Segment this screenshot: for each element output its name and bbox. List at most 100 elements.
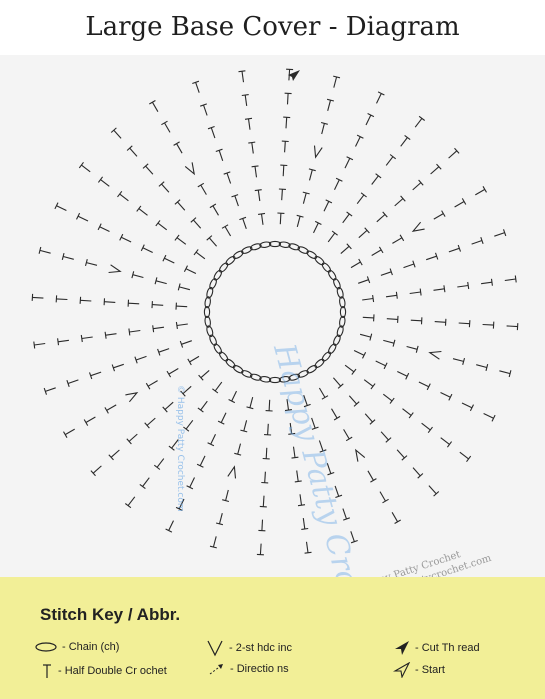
hdc-stitch [303, 395, 308, 406]
cut-thread-marker [288, 70, 300, 81]
chain-stitch [336, 325, 344, 338]
hdc-stitch [171, 439, 179, 449]
hdc-stitch [440, 392, 451, 398]
key-inc: - 2-st hdc inc [205, 639, 292, 657]
chain-stitch [339, 296, 346, 309]
hdc-stitch-top [404, 134, 411, 141]
hdc-stitch-top [254, 189, 262, 192]
hdc-stitch [189, 355, 200, 363]
hdc-stitch [168, 368, 179, 375]
hdc-stitch [146, 417, 156, 426]
hdc-stitch [459, 451, 469, 460]
hdc-stitch-top [228, 399, 236, 404]
hdc-stitch [168, 520, 174, 531]
hdc-stitch-top [345, 436, 353, 442]
hdc-stitch [156, 458, 165, 468]
hdc-stitch [189, 477, 195, 488]
hdc-stitch [426, 255, 437, 261]
key-chain: - Chain (ch) [34, 641, 119, 653]
hdc-stitch-top [314, 220, 322, 225]
hdc-stitch [452, 358, 464, 362]
hdc-stitch [296, 216, 301, 228]
hdc-stitch-top [144, 422, 150, 429]
hdc-stitch [448, 247, 460, 253]
hdc-stitch [296, 470, 299, 482]
increase-stitch [313, 145, 323, 159]
hdc-stitch [471, 239, 483, 245]
hdc-stitch [63, 255, 74, 260]
hdc-stitch [321, 123, 325, 135]
hdc-stitch-top [57, 338, 60, 346]
hdc-stitch [367, 470, 374, 481]
key-hdc-label: - Half Double Cr ochet [58, 665, 167, 677]
hdc-stitch-top [401, 455, 408, 461]
hdc-stitch [254, 166, 258, 178]
hdc-stitch-top [426, 383, 431, 391]
hdc-stitch [177, 201, 186, 211]
hdc-stitch [385, 156, 394, 166]
hdc-stitch [363, 379, 374, 387]
key-title: Stitch Key / Abbr. [40, 605, 181, 624]
hdc-stitch-top [221, 224, 229, 229]
hdc-stitch-top [304, 551, 312, 554]
hdc-stitch-top [369, 333, 373, 341]
hdc-stitch [32, 296, 44, 299]
hdc-stitch-top [165, 528, 173, 533]
hdc-stitch-top [297, 504, 306, 507]
hdc-stitch [371, 175, 379, 185]
hdc-stitch-top [288, 432, 296, 435]
direction-arrow-icon [209, 664, 223, 675]
hdc-stitch [327, 100, 332, 111]
hdc-stitch-top [326, 98, 335, 102]
hdc-stitch [506, 325, 518, 328]
hdc-stitch [483, 413, 494, 419]
hdc-stitch-top [378, 246, 384, 254]
hdc-stitch [292, 446, 296, 458]
increase-stitch [125, 391, 139, 403]
hdc-stitch-top [238, 70, 246, 73]
hdc-stitch-top [356, 134, 364, 139]
key-directions-label: - Directio ns [230, 663, 289, 675]
hdc-stitch [391, 512, 399, 523]
chain-stitch [213, 343, 223, 355]
chain-stitch [297, 370, 309, 378]
hdc-stitch-top [66, 380, 70, 387]
hdc-stitch [308, 169, 313, 181]
hdc-stitch-top [514, 275, 517, 283]
hdc-stitch-top [157, 348, 161, 356]
hdc-stitch-top [433, 491, 440, 497]
chain-stitch [268, 240, 282, 248]
hdc-stitch [81, 164, 91, 173]
hdc-stitch-top [78, 161, 84, 169]
hdc-stitch-top [485, 363, 489, 372]
hdc-stitch [195, 82, 200, 93]
hdc-stitch-top [446, 441, 453, 448]
hdc-stitch-top [415, 345, 419, 353]
hdc-stitch-top [259, 505, 267, 508]
hdc-stitch-top [126, 438, 132, 445]
page-title: Large Base Cover - Diagram [85, 12, 460, 42]
hdc-stitch-top [389, 397, 395, 404]
hdc-stitch-top [508, 370, 512, 378]
hdc-stitch [385, 294, 397, 298]
hdc-stitch-top [175, 321, 178, 329]
hdc-stitch-top [248, 141, 256, 144]
hdc-stitch-top [197, 182, 205, 188]
chain-stitch [288, 243, 301, 251]
hdc-stitch-top [209, 203, 217, 209]
hdc-stitch-top [131, 271, 135, 279]
hdc-stitch-top [80, 334, 83, 343]
hdc-stitch [396, 449, 405, 459]
hdc-stitch-top [139, 483, 146, 490]
hdc-stitch [348, 395, 358, 405]
hdc-stitch [181, 340, 192, 345]
hdc-stitch-top [333, 75, 341, 79]
hdc-stitch [402, 408, 412, 416]
hdc-stitch [392, 237, 403, 244]
hdc-stitch-top [251, 165, 259, 168]
hdc-stitch [200, 400, 208, 411]
hdc-stitch-top [369, 419, 376, 425]
hdc-stitch [350, 531, 355, 542]
hdc-stitch [176, 323, 188, 327]
hdc-stitch [100, 179, 110, 187]
